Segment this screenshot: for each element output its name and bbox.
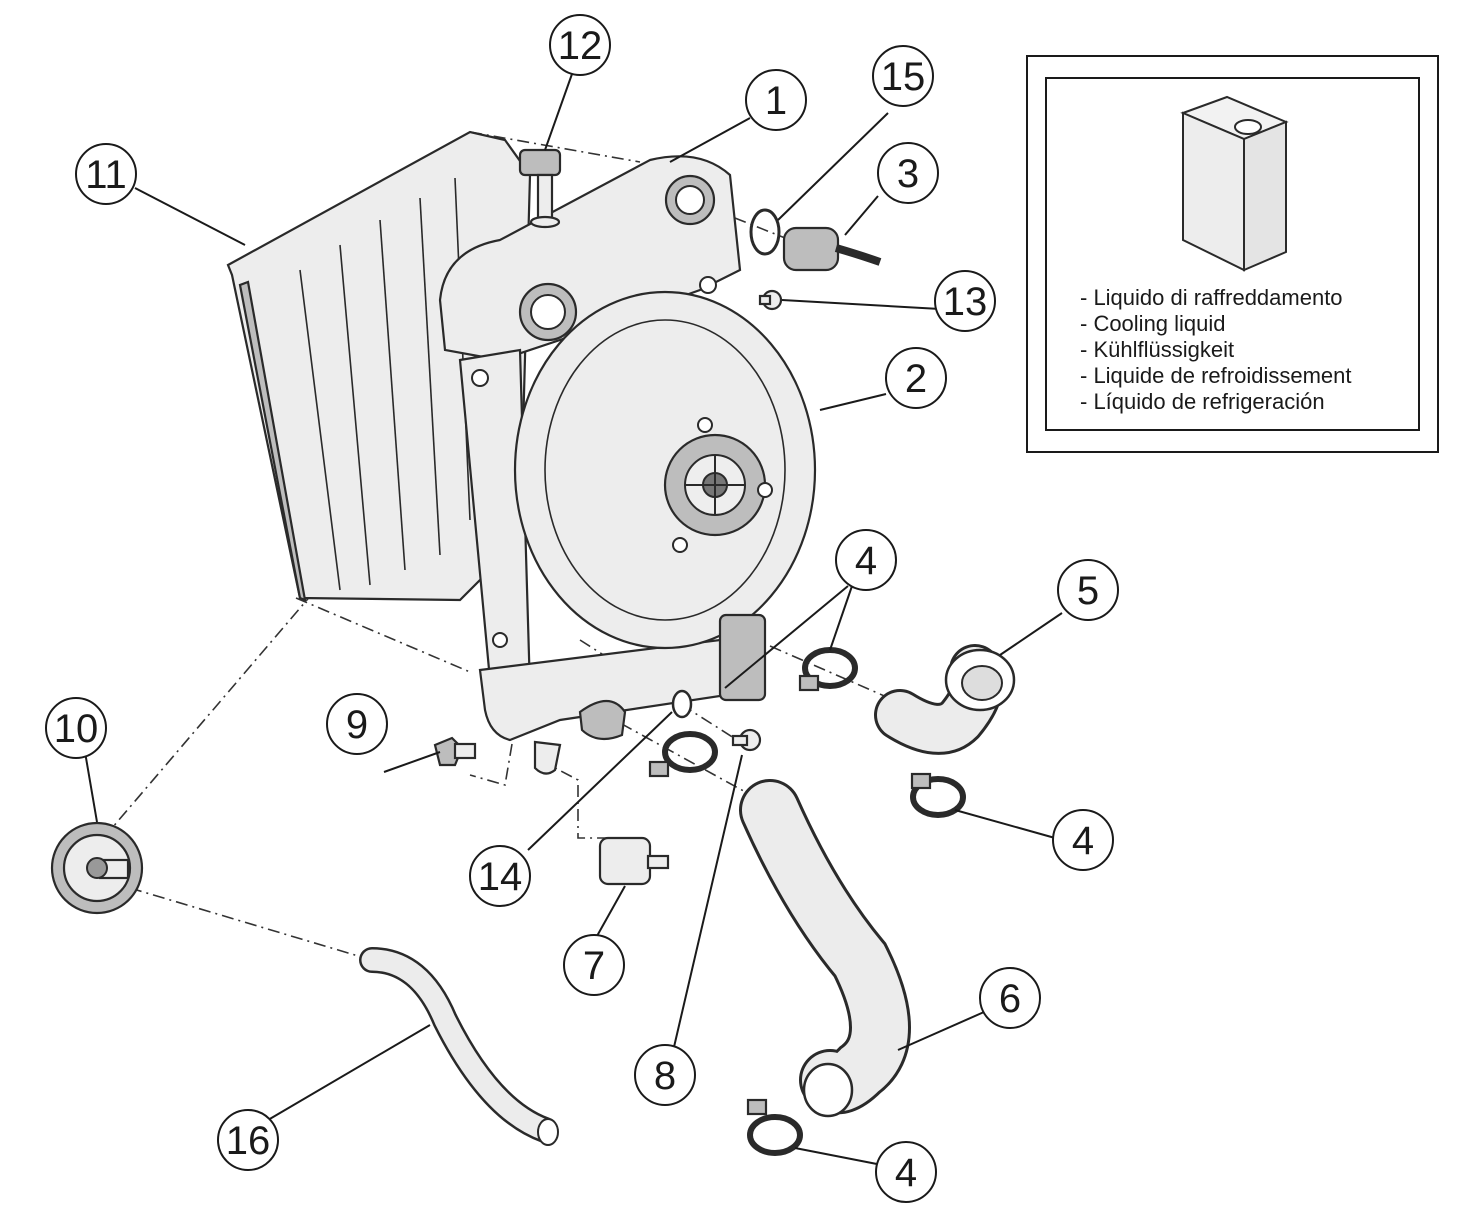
svg-text:5: 5 [1077,569,1099,613]
rubber-grommet [598,836,670,886]
svg-text:3: 3 [897,152,919,196]
legend-item-es: - Líquido de refrigeración [1080,389,1325,414]
fan-shroud [226,130,532,602]
callout-4-lower: 4 [875,1141,937,1203]
o-ring [749,208,781,256]
callout-3: 3 [877,142,939,204]
legend-item-fr: - Liquide de refroidissement [1080,363,1351,388]
callout-9: 9 [326,693,388,755]
callout-16: 16 [217,1109,279,1171]
callout-4-middle: 4 [1052,809,1114,871]
hose-5 [874,644,1016,755]
callout-8: 8 [634,1044,696,1106]
leader-lines [84,73,1063,1166]
callout-2: 2 [885,347,947,409]
hose-16 [359,947,559,1146]
filler-neck [50,821,144,915]
legend-item-de: - Kühlflüssigkeit [1080,337,1234,362]
svg-text:14: 14 [478,855,523,899]
hose-clamp [910,772,966,818]
callout-4-upper: 4 [835,529,897,591]
svg-text:2: 2 [905,357,927,401]
callout-6: 6 [979,967,1041,1029]
callout-14: 14 [469,845,531,907]
coolant-container-icon [1180,95,1289,272]
legend-item-it: - Liquido di raffreddamento [1080,285,1343,310]
svg-text:4: 4 [895,1151,917,1195]
callout-5: 5 [1057,559,1119,621]
cooling-fan [513,290,817,702]
svg-text:8: 8 [654,1054,676,1098]
svg-text:13: 13 [943,280,988,324]
svg-text:4: 4 [855,539,877,583]
callout-13: 13 [934,270,996,332]
hose-clamp [648,731,718,778]
svg-text:16: 16 [226,1119,271,1163]
screw-13 [758,289,783,311]
legend-box: - Liquido di raffreddamento - Cooling li… [1026,55,1439,453]
svg-text:6: 6 [999,977,1021,1021]
svg-text:4: 4 [1072,819,1094,863]
sensor [782,226,882,272]
svg-text:10: 10 [54,707,99,751]
callout-7: 7 [563,934,625,996]
callout-11: 11 [75,143,137,205]
svg-text:9: 9 [346,703,368,747]
svg-text:7: 7 [583,944,605,988]
callout-10: 10 [45,697,107,759]
screw-8 [731,728,762,752]
callout-15: 15 [872,45,934,107]
svg-text:11: 11 [85,153,127,197]
svg-text:15: 15 [881,55,926,99]
callout-1: 1 [745,69,807,131]
washer-14 [671,689,693,719]
radiator-cap [518,148,562,229]
screw-9 [433,736,477,767]
radiator [438,155,763,775]
hose-6 [739,779,911,1118]
svg-text:12: 12 [558,24,603,68]
svg-text:1: 1 [765,79,787,123]
hose-clamp [746,1098,803,1156]
legend-item-en: - Cooling liquid [1080,311,1226,336]
callout-12: 12 [549,14,611,76]
hose-clamp [798,647,858,692]
